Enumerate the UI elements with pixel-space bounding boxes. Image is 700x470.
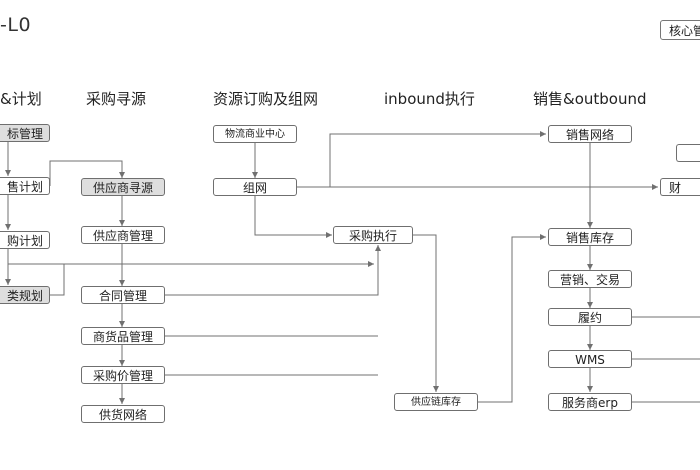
column-header-plan: &计划 (0, 90, 42, 108)
node-finance[interactable]: 财 (660, 178, 700, 196)
node-wms[interactable]: WMS (548, 350, 632, 368)
edge-contract-to-exec (164, 245, 381, 296)
edge-exec-to-inventory (412, 234, 439, 392)
node-sales-plan[interactable]: 售计划 (0, 177, 50, 195)
node-product-mgmt[interactable]: 商货品管理 (81, 327, 165, 345)
node-provider-erp[interactable]: 服务商erp (548, 393, 632, 411)
node-fulfillment[interactable]: 履约 (548, 308, 632, 326)
node-marketing-trade[interactable]: 营销、交易 (548, 270, 632, 288)
node-purchase-plan[interactable]: 购计划 (0, 231, 50, 249)
node-logistics-center[interactable]: 物流商业中心 (213, 125, 297, 143)
column-header-resource: 资源订购及组网 (213, 90, 319, 108)
column-header-sourcing: 采购寻源 (86, 90, 147, 108)
edge-category-to-contract (50, 261, 374, 296)
node-price-mgmt[interactable]: 采购价管理 (81, 366, 165, 384)
legend-box: 核心管 (660, 20, 700, 40)
column-header-outbound: 销售&outbound (533, 90, 647, 108)
edge-center-to-exec (254, 143, 332, 238)
node-supply-inventory[interactable]: 供应链库存 (394, 393, 478, 411)
node-purchase-exec[interactable]: 采购执行 (333, 226, 413, 244)
edge-plan-to-sourcing (49, 160, 125, 186)
node-supplier-mgmt[interactable]: 供应商管理 (81, 226, 165, 244)
column-header-inbound: inbound执行 (384, 90, 475, 108)
node-right-blank[interactable] (676, 144, 700, 162)
node-contract-mgmt[interactable]: 合同管理 (81, 286, 165, 304)
node-target-mgmt[interactable]: 标管理 (0, 124, 50, 142)
node-sales-inventory[interactable]: 销售库存 (548, 228, 632, 246)
node-category-plan[interactable]: 类规划 (0, 286, 50, 304)
edge-inventory-to-sales-inventory (478, 234, 546, 403)
diagram-title: -L0 (0, 14, 32, 36)
node-sales-network[interactable]: 销售网络 (548, 125, 632, 143)
node-network-build[interactable]: 组网 (213, 178, 297, 196)
node-supplier-sourcing[interactable]: 供应商寻源 (81, 178, 165, 196)
edge-network-to-sales-network (297, 131, 546, 188)
node-supply-network[interactable]: 供货网络 (81, 405, 165, 423)
